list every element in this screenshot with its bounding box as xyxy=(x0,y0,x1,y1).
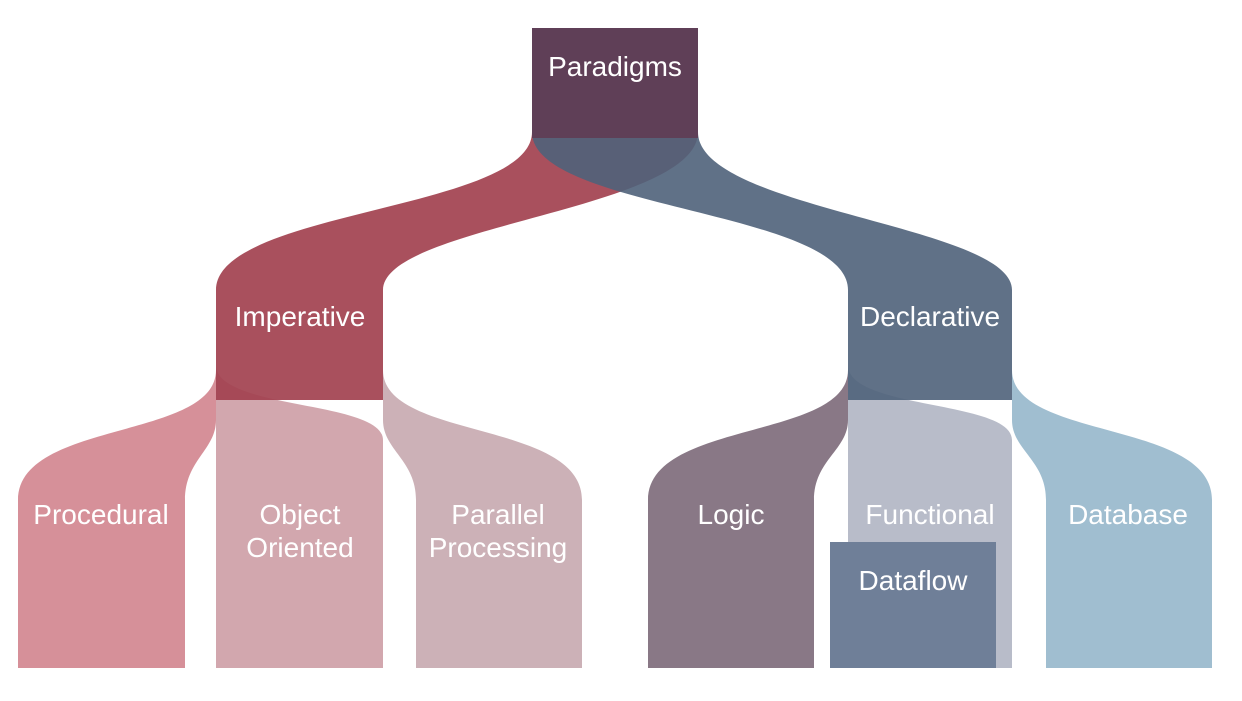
declarative-label: Declarative xyxy=(860,301,1000,332)
object-oriented-label-line2: Oriented xyxy=(246,532,353,563)
dataflow-label: Dataflow xyxy=(859,565,969,596)
object-oriented-band xyxy=(216,365,383,668)
parallel-processing-label-line1: Parallel xyxy=(451,499,544,530)
procedural-band xyxy=(18,370,216,668)
parallel-processing-band xyxy=(383,370,582,668)
imperative-label: Imperative xyxy=(235,301,366,332)
paradigms-band xyxy=(532,28,698,138)
imperative-band xyxy=(216,132,698,400)
functional-label: Functional xyxy=(865,499,994,530)
parallel-processing-label-line2: Processing xyxy=(429,532,568,563)
database-label: Database xyxy=(1068,499,1188,530)
declarative-band xyxy=(532,132,1012,400)
procedural-label: Procedural xyxy=(33,499,168,530)
paradigms-label: Paradigms xyxy=(548,51,682,82)
logic-band xyxy=(648,370,848,668)
dataflow-box xyxy=(830,542,996,668)
object-oriented-label-line1: Object xyxy=(260,499,341,530)
database-band xyxy=(1012,370,1212,668)
logic-label: Logic xyxy=(698,499,765,530)
